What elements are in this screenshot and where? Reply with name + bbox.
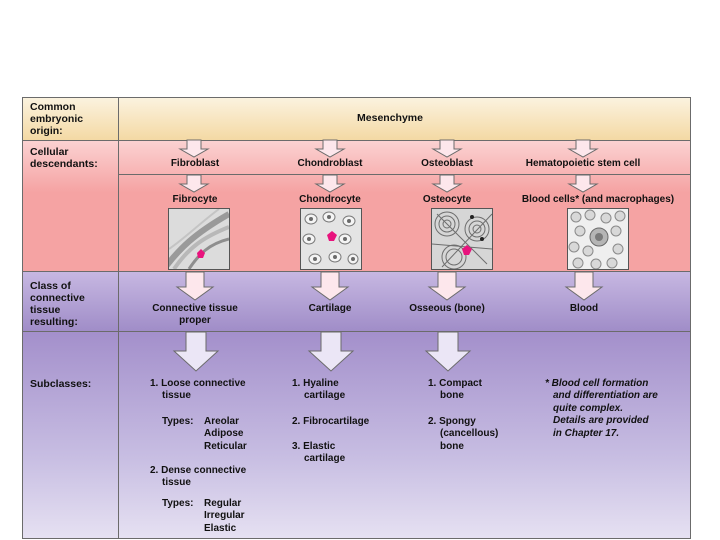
- blood-formation-note: * Blood cell formation and differentiati…: [545, 378, 658, 439]
- subclass-loose-connective: 1. Loose connective tissue: [150, 378, 246, 402]
- row-divider-3: [22, 331, 691, 332]
- table-frame: [22, 97, 691, 539]
- row-divider-2: [22, 271, 691, 272]
- dense-types-label: Types:: [162, 498, 194, 509]
- subclass-spongy-bone: 2. Spongy (cancellous) bone: [428, 416, 499, 452]
- dense-types-list: Regular Irregular Elastic: [204, 498, 245, 534]
- osteocyte-marker: [462, 245, 472, 255]
- mature-label-chondrocyte: Chondrocyte: [299, 194, 361, 205]
- stem-label-hematopoietic: Hematopoietic stem cell: [525, 158, 641, 169]
- subclass-compact-bone: 1. Compact bone: [428, 378, 482, 402]
- fibrocyte-illustration: [168, 208, 230, 270]
- blood-cells-illustration: [567, 208, 629, 270]
- arrow-stem-3: [431, 174, 463, 193]
- stem-label-osteoblast: Osteoblast: [421, 158, 473, 169]
- arrow-sub-3: [424, 331, 472, 372]
- arrow-origin-3: [431, 139, 463, 158]
- mature-label-fibrocyte: Fibrocyte: [172, 194, 218, 205]
- arrow-class-4: [564, 271, 604, 301]
- mature-label-osteocyte: Osteocyte: [422, 194, 472, 205]
- subclasses-row-label: Subclasses:: [30, 378, 92, 390]
- tissue-blood: Blood: [569, 303, 599, 314]
- subclass-fibrocartilage: 2. Fibrocartilage: [292, 416, 370, 427]
- mature-label-blood-cells: Blood cells* (and macrophages): [521, 194, 675, 205]
- arrow-origin-4: [567, 139, 599, 158]
- subclasses-band: [22, 331, 691, 539]
- arrow-class-1: [175, 271, 215, 301]
- fibrocyte-marker: [197, 249, 205, 258]
- cell-subdivider: [118, 174, 691, 175]
- mesenchyme-label: Mesenchyme: [357, 112, 423, 124]
- arrow-sub-2: [307, 331, 355, 372]
- chondrocyte-illustration: [300, 208, 362, 270]
- stem-label-fibroblast: Fibroblast: [170, 158, 220, 169]
- tissue-cartilage: Cartilage: [308, 303, 352, 314]
- arrow-origin-2: [314, 139, 346, 158]
- arrow-stem-1: [178, 174, 210, 193]
- subclass-dense-connective: 2. Dense connective tissue: [150, 465, 247, 489]
- subclass-elastic-cartilage: 3. Elastic cartilage: [292, 441, 346, 465]
- arrow-stem-2: [314, 174, 346, 193]
- arrow-class-3: [427, 271, 467, 301]
- origin-band: [22, 97, 691, 140]
- arrow-class-2: [310, 271, 350, 301]
- arrow-origin-1: [178, 139, 210, 158]
- osteocyte-illustration: [431, 208, 493, 270]
- stem-label-chondroblast: Chondroblast: [297, 158, 363, 169]
- chondrocyte-marker: [327, 231, 337, 241]
- loose-types-label: Types:: [162, 416, 194, 427]
- label-column-divider: [118, 97, 119, 539]
- loose-types-list: Areolar Adipose Reticular: [204, 416, 247, 452]
- tissue-osseous: Osseous (bone): [409, 303, 485, 314]
- subclass-hyaline: 1. Hyaline cartilage: [292, 378, 346, 402]
- row-divider-1: [22, 140, 691, 141]
- arrow-sub-1: [172, 331, 220, 372]
- arrow-stem-4: [567, 174, 599, 193]
